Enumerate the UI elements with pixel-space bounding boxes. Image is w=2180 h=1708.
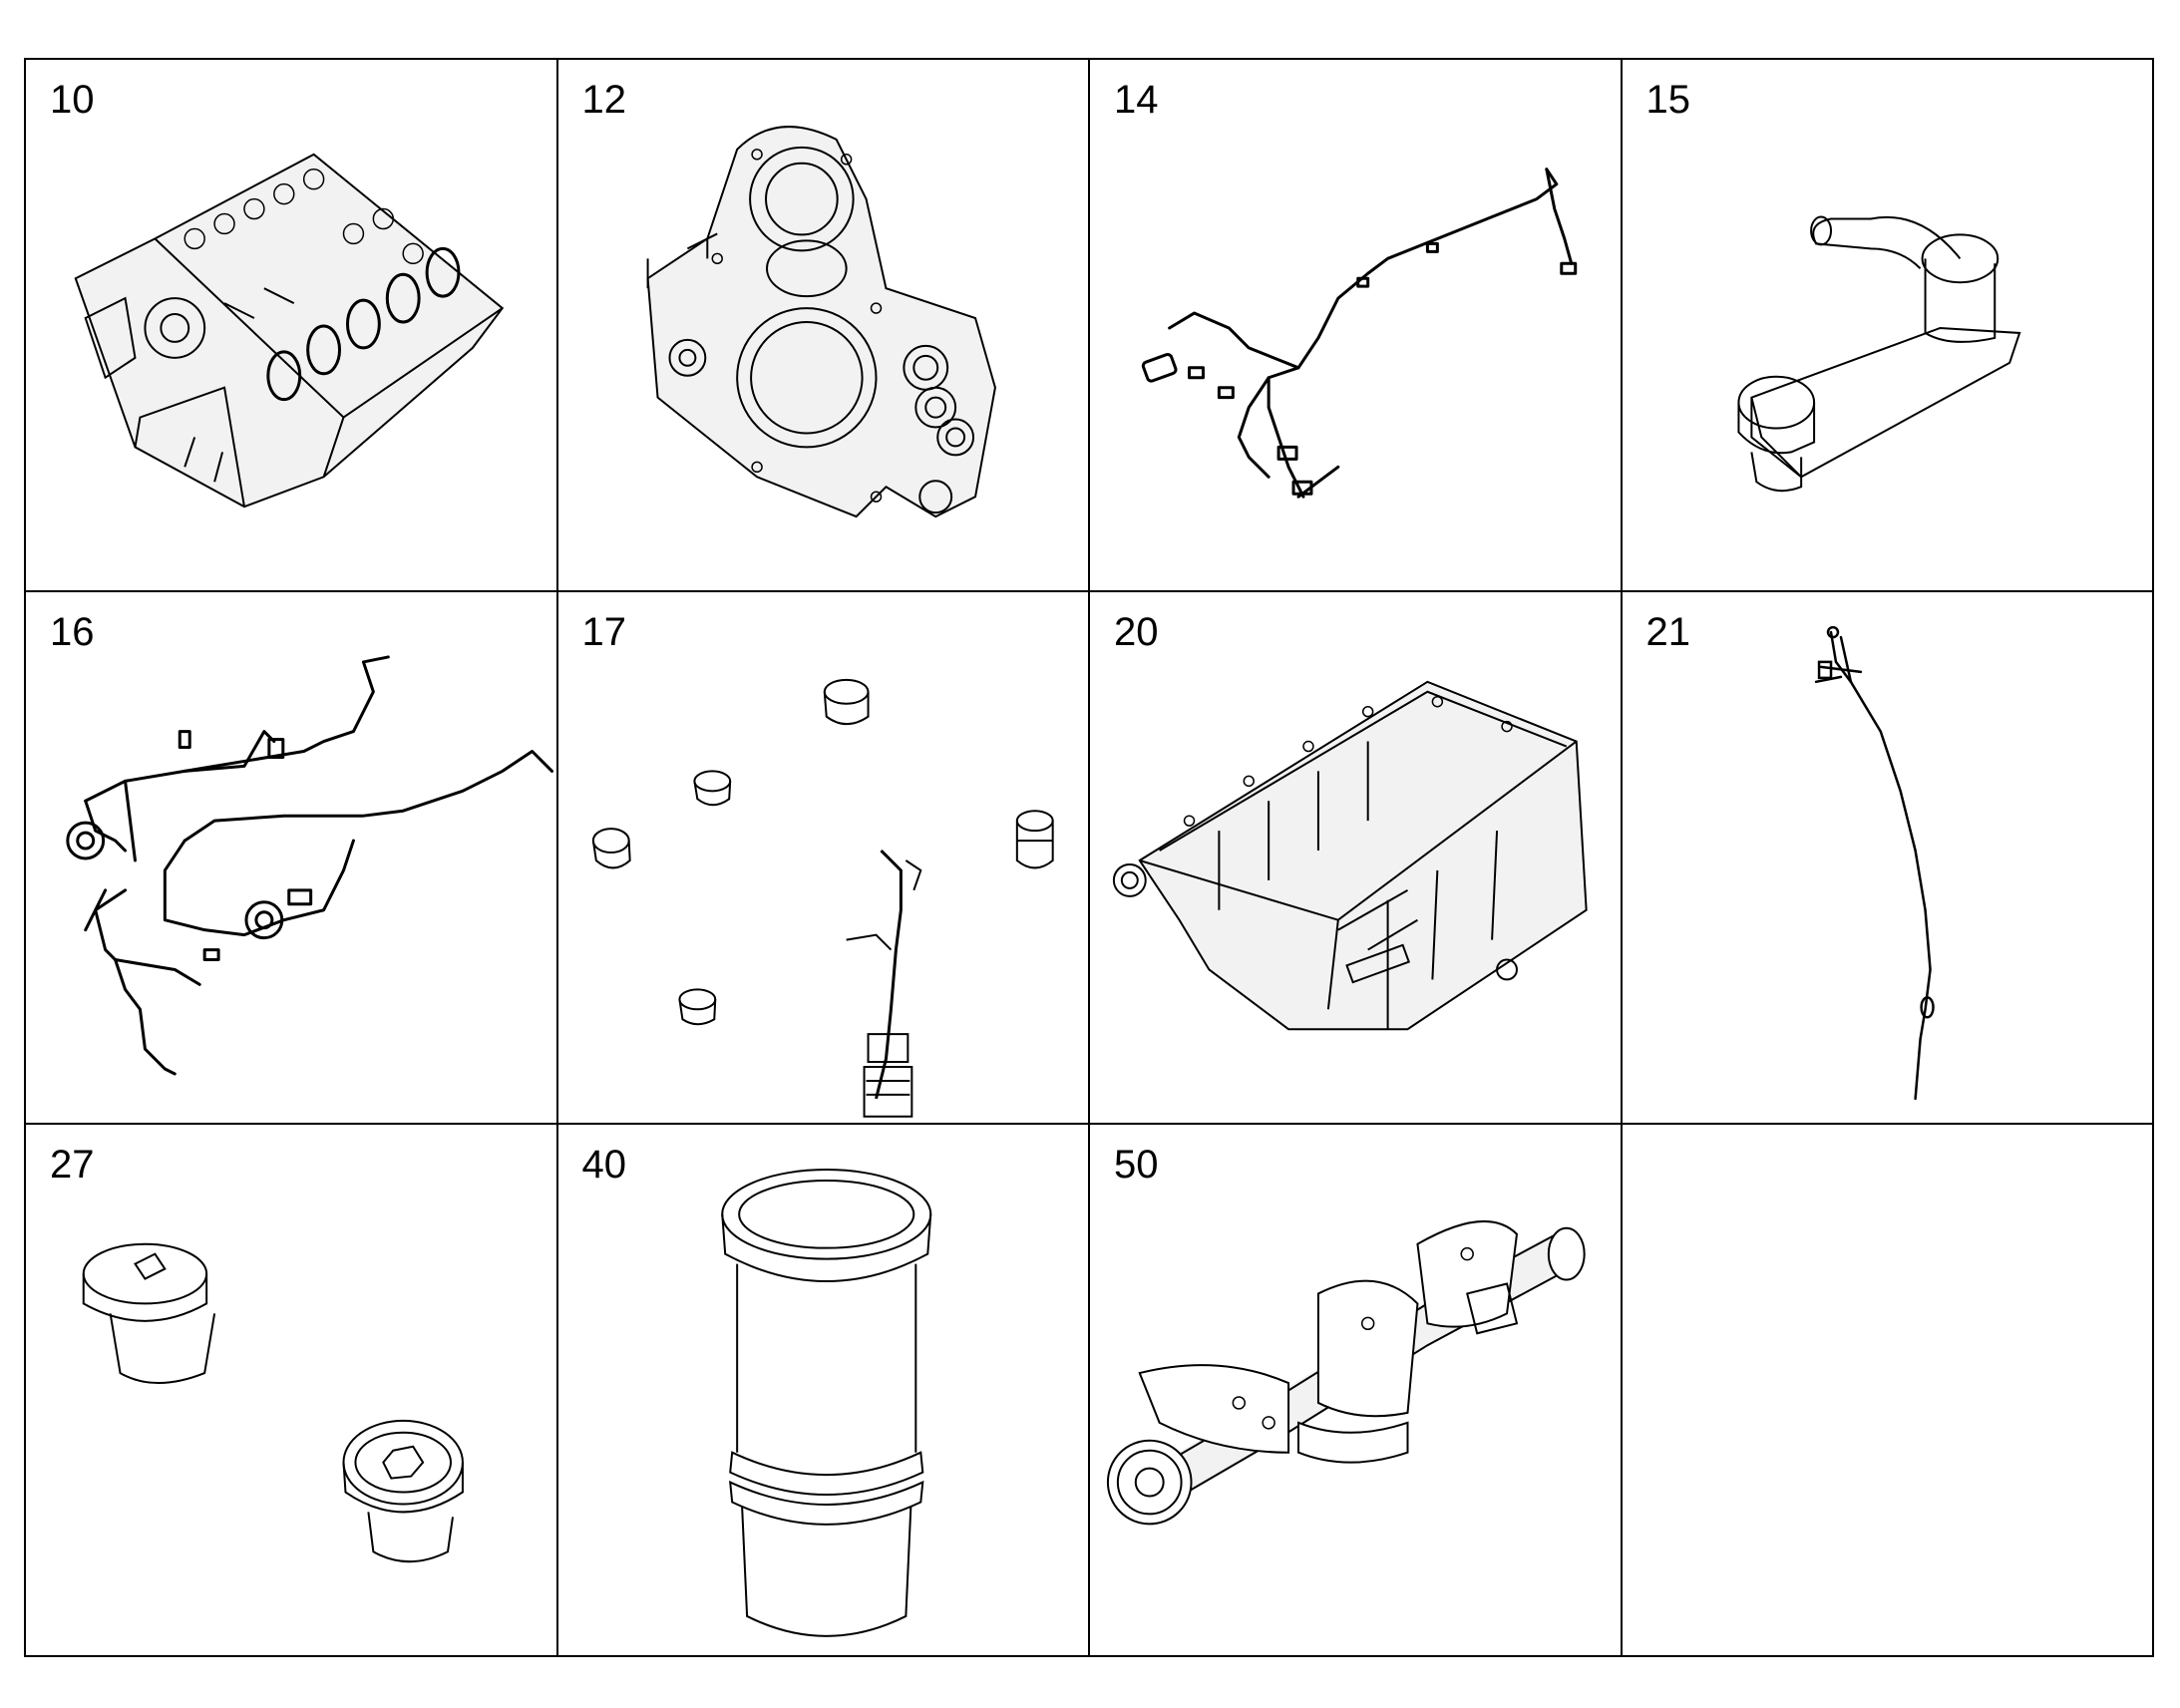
part-number: 50: [1114, 1143, 1159, 1187]
oil-filter-head-icon: [1623, 60, 2153, 590]
part-cell-15[interactable]: 15: [1622, 60, 2154, 592]
wiring-harness-icon: [1090, 60, 1621, 590]
cylinder-liner-icon: [558, 1125, 1089, 1655]
empty-cell: [1622, 1125, 2154, 1657]
part-cell-14[interactable]: 14: [1090, 60, 1623, 592]
part-number: 17: [581, 610, 627, 654]
part-cell-10[interactable]: 10: [26, 60, 558, 592]
part-cell-40[interactable]: 40: [557, 1125, 1090, 1657]
screw-plug-icon: [26, 1125, 556, 1655]
part-cell-16[interactable]: 16: [26, 592, 558, 1125]
part-cell-21[interactable]: 21: [1622, 592, 2154, 1125]
plugs-and-sensor-icon: [558, 592, 1089, 1123]
part-number: 21: [1645, 610, 1691, 654]
part-cell-27[interactable]: 27: [26, 1125, 558, 1657]
part-number: 14: [1114, 78, 1159, 122]
timing-case-cover-icon: [558, 60, 1089, 590]
part-cell-12[interactable]: 12: [557, 60, 1090, 592]
part-number: 27: [50, 1143, 95, 1187]
dipstick-icon: [1623, 592, 2153, 1123]
part-number: 10: [50, 78, 95, 122]
part-number: 40: [581, 1143, 627, 1187]
parts-grid: 10 12: [24, 58, 2154, 1657]
part-number: 20: [1114, 610, 1159, 654]
part-number: 15: [1645, 78, 1691, 122]
part-cell-17[interactable]: 17: [557, 592, 1090, 1125]
engine-block-icon: [26, 60, 556, 590]
part-number: 12: [581, 78, 627, 122]
oil-pan-icon: [1090, 592, 1621, 1123]
part-cell-50[interactable]: 50: [1090, 1125, 1623, 1657]
part-cell-20[interactable]: 20: [1090, 592, 1623, 1125]
part-number: 16: [50, 610, 95, 654]
pipe-harness-icon: [26, 592, 556, 1123]
crankshaft-icon: [1090, 1125, 1621, 1655]
